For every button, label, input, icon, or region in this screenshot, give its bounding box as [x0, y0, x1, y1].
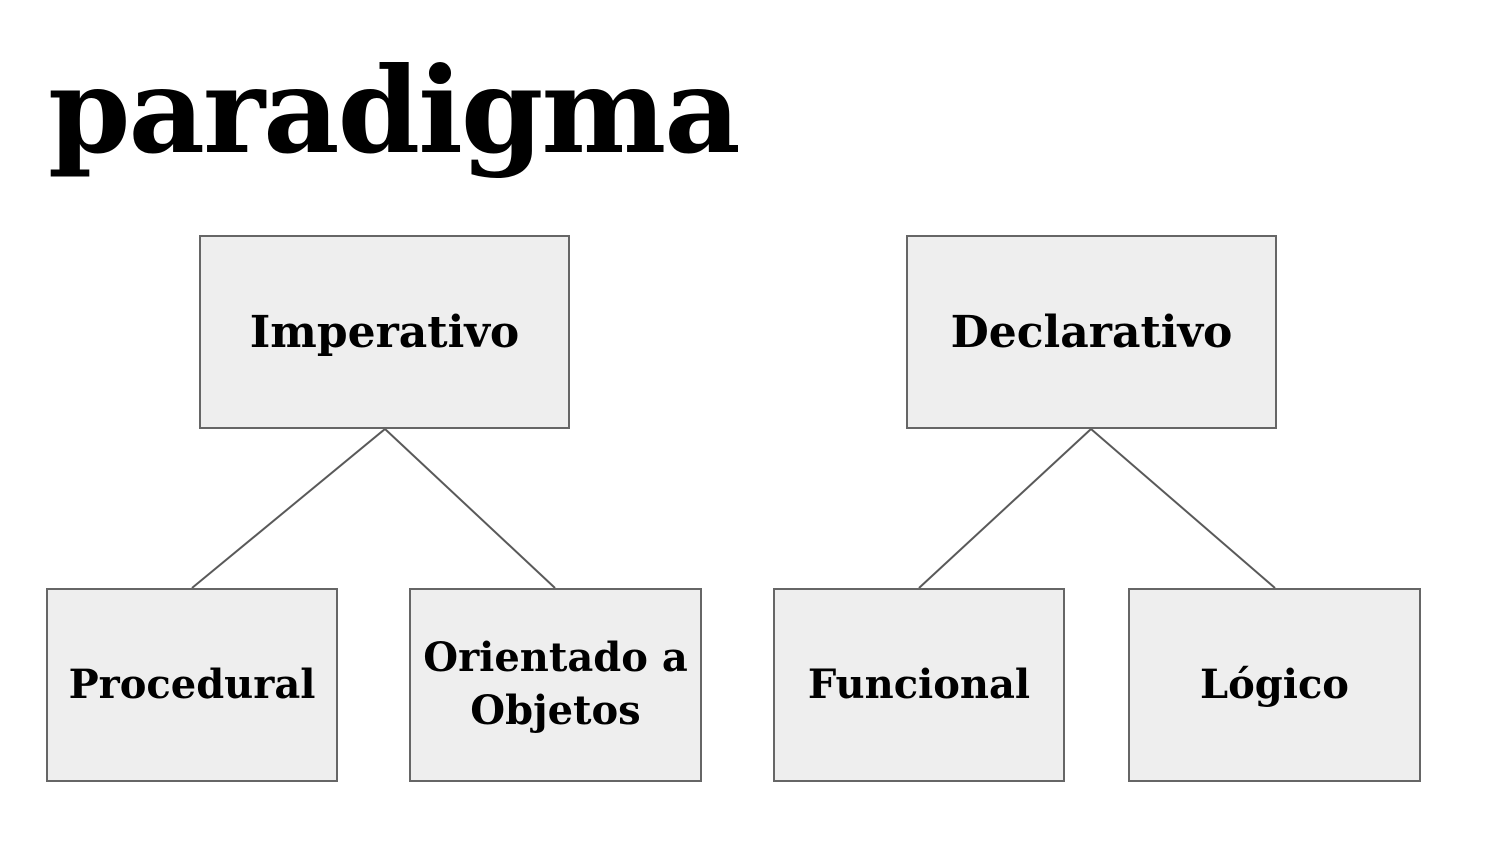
page-title: paradigma — [48, 41, 741, 180]
node-orientado-a-objetos: Orientado a Objetos — [409, 588, 702, 782]
node-orientado-a-objetos-label: Orientado a Objetos — [423, 634, 688, 734]
connector-imperativo-procedural — [191, 428, 386, 589]
node-logico-label: Lógico — [1199, 660, 1349, 708]
node-imperativo: Imperativo — [199, 235, 570, 429]
node-logico: Lógico — [1128, 588, 1421, 782]
node-declarativo-label: Declarativo — [950, 306, 1233, 358]
connector-declarativo-logico — [1090, 428, 1276, 589]
node-funcional: Funcional — [773, 588, 1065, 782]
node-imperativo-label: Imperativo — [249, 306, 520, 358]
connector-declarativo-funcional — [918, 428, 1092, 589]
node-funcional-label: Funcional — [807, 660, 1031, 708]
node-procedural: Procedural — [46, 588, 338, 782]
node-procedural-label: Procedural — [68, 660, 316, 708]
connector-imperativo-orientado-a-objetos — [384, 428, 556, 589]
node-declarativo: Declarativo — [906, 235, 1277, 429]
